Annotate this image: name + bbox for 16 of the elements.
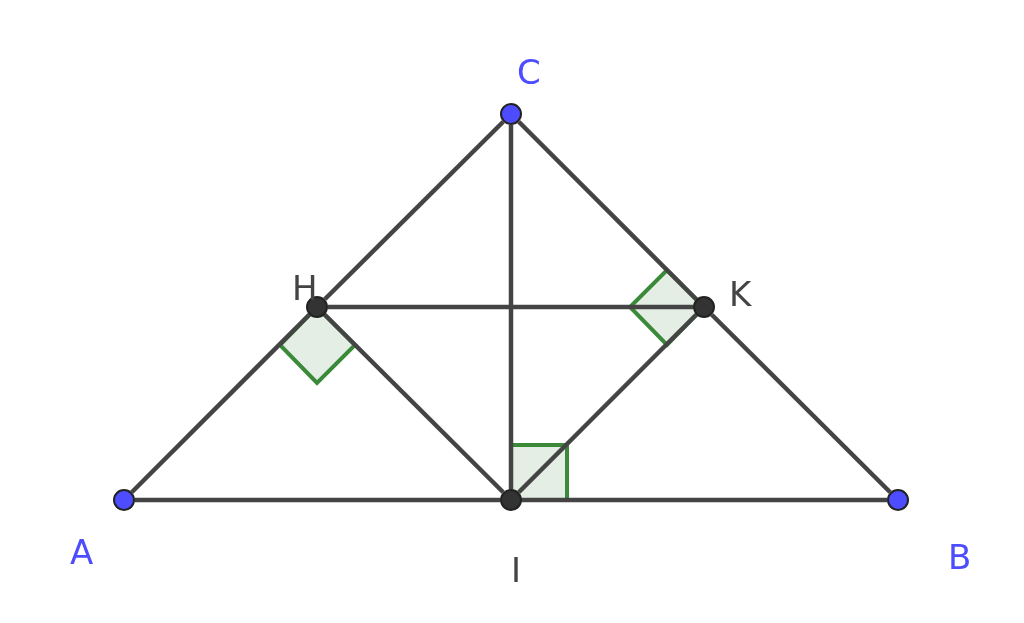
line-segment [323, 120, 505, 301]
point-label: K [729, 274, 752, 314]
point-label: A [70, 532, 94, 572]
point-label: C [517, 52, 541, 92]
point-label: H [292, 268, 318, 308]
line-segment [522, 497, 887, 503]
line-segment [517, 120, 698, 301]
line-segment [130, 313, 311, 494]
line-segment [517, 313, 698, 494]
point-label: I [511, 550, 522, 590]
line-segment [328, 304, 693, 310]
line-segment [508, 125, 514, 489]
point-label: B [948, 537, 972, 577]
line-segment [710, 313, 892, 494]
line-segment [135, 497, 500, 503]
line-segment [323, 313, 505, 494]
